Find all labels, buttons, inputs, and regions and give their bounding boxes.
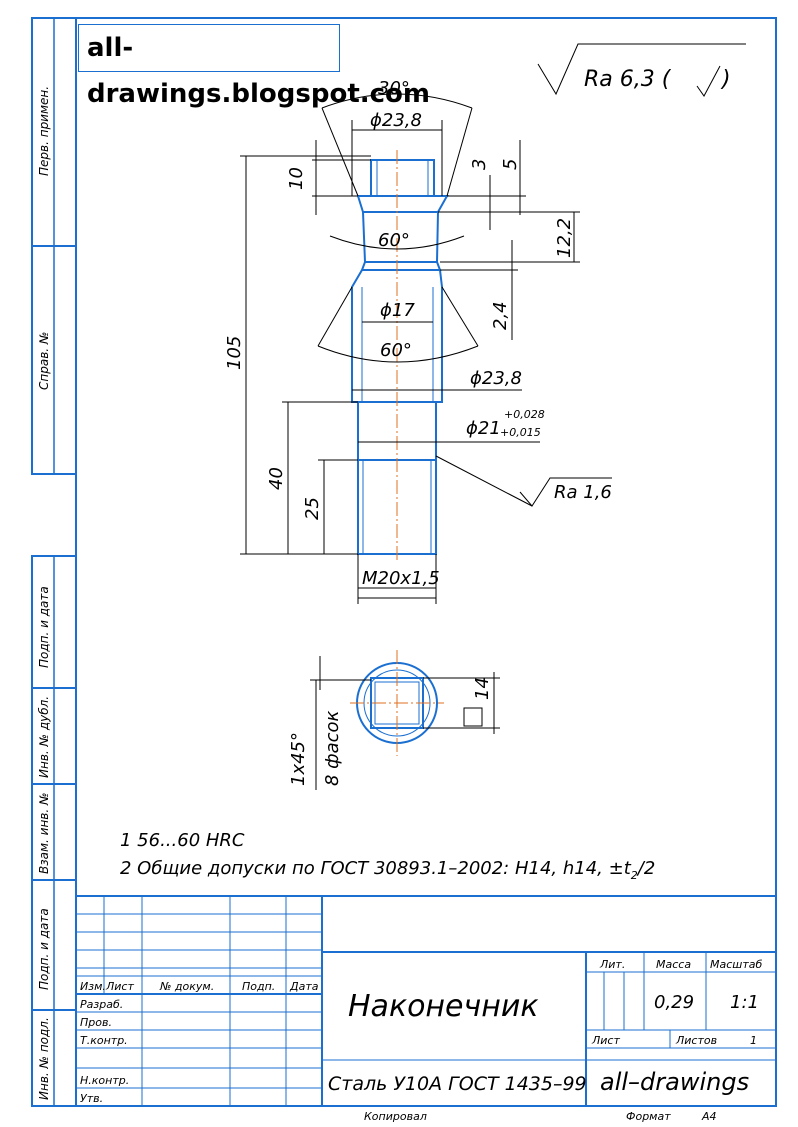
tb-format: Формат [626, 1110, 671, 1123]
sidebar-perv-primen: Перв. примен. [37, 86, 51, 176]
roughness-general-label: Ra 6,3 ( [584, 67, 672, 92]
tb-role-razrab: Разраб. [80, 998, 123, 1011]
watermark-banner: all-drawings.blogspot.com [78, 24, 430, 109]
sidebar-podp-data-1: Подп. и дата [37, 586, 51, 668]
dim-angle-60-upper: 60° [378, 230, 410, 251]
dim-chamfer-count: 8 фасок [322, 710, 343, 786]
left-sidebar [31, 17, 77, 1107]
dim-dia17: ϕ17 [380, 300, 415, 321]
dim-dia21: ϕ21 [466, 418, 501, 439]
tb-scale-value: 1:1 [730, 992, 759, 1013]
dim-dia-body: ϕ23,8 [470, 368, 522, 389]
dim-len25: 25 [302, 497, 323, 520]
tb-col-data: Дата [289, 980, 319, 993]
dim-h10: 10 [286, 167, 307, 190]
tb-col-izm: Изм. [80, 980, 106, 993]
dim-dia-head: ϕ23,8 [370, 110, 422, 131]
roughness-symbol-general [537, 43, 746, 97]
dim-chamfer-size: 1x45° [288, 732, 309, 786]
note-2: 2 Общие допуски по ГОСТ 30893.1–2002: H1… [120, 858, 655, 882]
dim-len105: 105 [224, 336, 245, 370]
sidebar-vzam-inv: Взам. инв. № [37, 793, 51, 874]
drawing-frame [75, 17, 777, 1107]
dim-h3: 3 [469, 159, 490, 170]
dim-h12-2: 12,2 [554, 218, 575, 258]
tb-col-dokum: № докум. [159, 980, 214, 993]
dim-angle-30: 30° [378, 78, 410, 99]
sidebar-podp-data-2: Подп. и дата [37, 908, 51, 990]
dim-angle-60-lower: 60° [380, 340, 412, 361]
tb-lit: Лит. [599, 958, 625, 971]
tb-col-list: Лист [105, 980, 134, 993]
tb-format-value: А4 [701, 1110, 717, 1123]
dim-h2-4: 2,4 [490, 301, 511, 330]
tb-role-prov: Пров. [80, 1016, 112, 1029]
dim-h5: 5 [500, 159, 521, 170]
tb-masshtab: Масштаб [710, 958, 762, 971]
tb-massa: Масса [656, 958, 691, 971]
part-name: Наконечник [348, 989, 538, 1024]
title-block [75, 895, 777, 1107]
tb-role-nkontr: Н.контр. [80, 1074, 129, 1087]
dim-len40: 40 [266, 467, 287, 490]
roughness-general-close: ) [720, 67, 731, 92]
dimension-lines [240, 93, 612, 790]
dim-tol-lower: +0,015 [500, 426, 541, 439]
dim-tol-upper: +0,028 [504, 408, 545, 421]
tb-listov-value: 1 [750, 1034, 757, 1047]
tb-listov: Листов [675, 1034, 717, 1047]
note-1: 1 56...60 HRC [120, 830, 245, 851]
sidebar-sprav: Справ. № [37, 332, 51, 390]
part-material: Сталь У10А ГОСТ 1435–99 [328, 1073, 587, 1095]
tb-col-podp: Подп. [242, 980, 275, 993]
tb-kopiroval: Копировал [364, 1110, 427, 1123]
dim-square14: 14 [472, 677, 493, 700]
roughness-ra16: Ra 1,6 [554, 482, 612, 503]
sidebar-inv-dubl: Инв. № дубл. [37, 696, 51, 778]
tb-company: all–drawings [600, 1068, 749, 1096]
tb-list: Лист [591, 1034, 620, 1047]
sidebar-inv-podl: Инв. № подл. [37, 1017, 51, 1100]
tb-role-tkontr: Т.контр. [80, 1034, 128, 1047]
dim-thread: M20x1,5 [362, 568, 440, 589]
tb-mass-value: 0,29 [654, 992, 694, 1013]
tb-role-utv: Утв. [80, 1092, 103, 1105]
